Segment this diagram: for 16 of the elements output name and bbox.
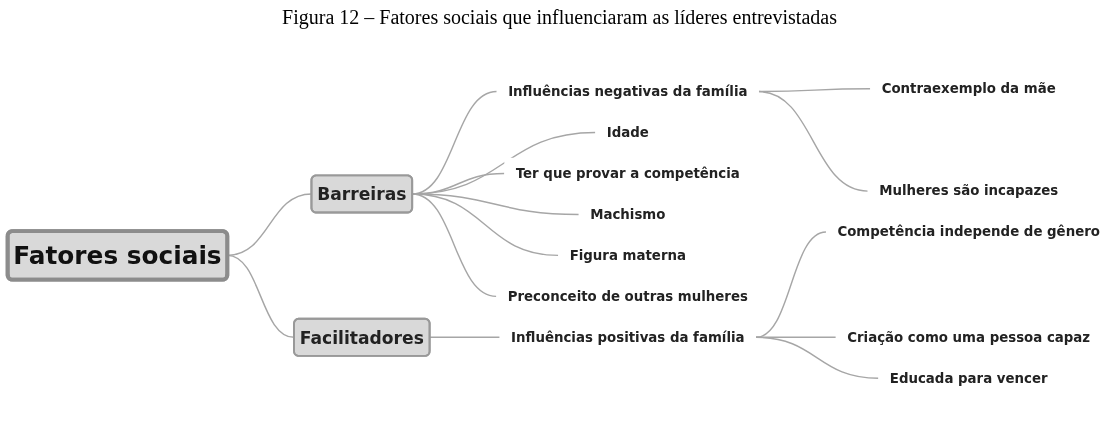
- connector: [755, 231, 827, 339]
- node-text: Preconceito de outras mulheres: [507, 288, 748, 304]
- node-text: Influências positivas da família: [511, 329, 745, 345]
- node-text: Machismo: [590, 206, 666, 222]
- node-text: Influências negativas da família: [508, 83, 748, 99]
- connector: [755, 336, 880, 379]
- node-text: Educada para vencer: [889, 370, 1048, 386]
- connector: [758, 90, 869, 192]
- node-text: Idade: [606, 124, 649, 140]
- node-text: Ter que provar a competência: [515, 165, 740, 181]
- node-text: Criação como uma pessoa capaz: [847, 329, 1091, 345]
- figure-title: Figura 12 – Fatores sociais que influenciaram as líderes entrevistadas: [281, 6, 838, 29]
- node-text: Contraexemplo da mãe: [881, 80, 1056, 96]
- node-text: Mulheres são incapazes: [879, 183, 1059, 199]
- node-text: Figura materna: [569, 247, 686, 263]
- node-text: Competência independe de gênero: [837, 223, 1100, 240]
